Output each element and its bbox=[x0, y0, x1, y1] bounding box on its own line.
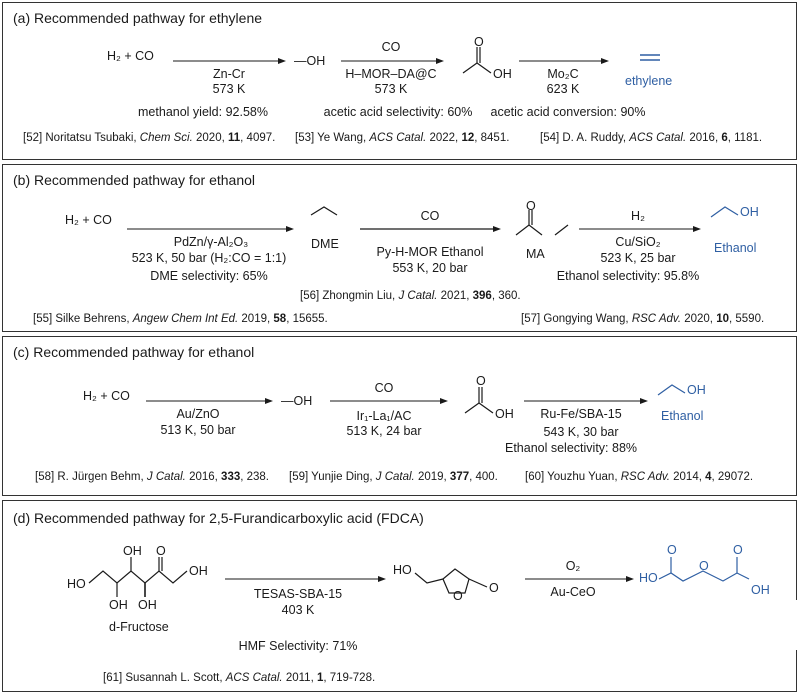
step2-catalyst: Au-CeO bbox=[550, 585, 596, 599]
step3-catalyst: Cu/SiO₂ bbox=[615, 235, 661, 249]
acetic-acid-oh: OH bbox=[493, 67, 512, 81]
result-acetic-conversion: acetic acid conversion: 90% bbox=[490, 105, 646, 119]
methanol-label: —OH bbox=[294, 54, 326, 68]
pathway-b-arrows bbox=[127, 206, 739, 236]
panel-a: (a) Recommended pathway for ethylene H₂ … bbox=[2, 2, 797, 160]
fdca-oh: OH bbox=[751, 583, 770, 597]
fructose-label: d-Fructose bbox=[109, 620, 169, 634]
step1-catalyst: Zn-Cr bbox=[213, 67, 245, 81]
panel-b: (b) Recommended pathway for ethanol H₂ +… bbox=[2, 164, 797, 332]
step3-conditions: 523 K, 25 bar bbox=[600, 251, 676, 265]
step2-o2: O₂ bbox=[565, 559, 581, 573]
step1-conditions: 573 K bbox=[212, 82, 246, 96]
reference-60: [60] Youzhu Yuan, RSC Adv. 2014, 4, 2907… bbox=[525, 471, 754, 483]
ethanol-oh: OH bbox=[687, 383, 706, 397]
product-ethanol-label: Ethanol bbox=[714, 241, 757, 255]
step2-catalyst: H–MOR–DA@C bbox=[345, 67, 437, 81]
reference-57: [57] Gongying Wang, RSC Adv. 2020, 10, 5… bbox=[521, 313, 765, 325]
step2-co: CO bbox=[374, 381, 394, 395]
pathway-c-arrows bbox=[146, 384, 686, 414]
reference-54: [54] D. A. Ruddy, ACS Catal. 2016, 6, 11… bbox=[540, 132, 763, 144]
acetic-acid-oh: OH bbox=[495, 407, 514, 421]
fdca-o-ring: O bbox=[699, 559, 709, 573]
fdca-o2: O bbox=[733, 543, 743, 557]
reactant-syngas: H₂ + CO bbox=[107, 49, 154, 63]
fructose-ho-left: HO bbox=[67, 577, 86, 591]
product-ethanol-label: Ethanol bbox=[661, 409, 704, 423]
acetic-acid-o: O bbox=[474, 35, 484, 49]
pathway-d-structures bbox=[88, 557, 750, 597]
step1-conditions: 403 K bbox=[281, 603, 315, 617]
fdca-o1: O bbox=[667, 543, 677, 557]
step3-conditions: 623 K bbox=[546, 82, 580, 96]
fdca-ho: HO bbox=[639, 571, 658, 585]
step3-catalyst: Ru-Fe/SBA-15 bbox=[540, 407, 622, 421]
reference-53: [53] Ye Wang, ACS Catal. 2022, 12, 8451. bbox=[295, 132, 510, 144]
methanol-label: —OH bbox=[281, 394, 313, 408]
fructose-oh-bottom2: OH bbox=[138, 598, 157, 612]
step1-catalyst: PdZn/γ-Al₂O₃ bbox=[173, 235, 249, 249]
step1-catalyst: Au/ZnO bbox=[176, 407, 220, 421]
reactant-syngas: H₂ + CO bbox=[65, 213, 112, 227]
step1-result: DME selectivity: 65% bbox=[150, 269, 268, 283]
hmf-o-ring: O bbox=[453, 589, 463, 603]
panel-c: (c) Recommended pathway for ethanol H₂ +… bbox=[2, 336, 797, 496]
step1-conditions: 513 K, 50 bar bbox=[160, 423, 236, 437]
reference-56: [56] Zhongmin Liu, J Catal. 2021, 396, 3… bbox=[300, 290, 521, 302]
step2-conditions: 513 K, 24 bar bbox=[346, 424, 422, 438]
step2-co: CO bbox=[420, 209, 440, 223]
step1-catalyst: TESAS-SBA-15 bbox=[253, 587, 343, 601]
product-ethylene-label: ethylene bbox=[625, 74, 673, 88]
reactant-syngas: H₂ + CO bbox=[83, 389, 130, 403]
ma-o: O bbox=[526, 199, 536, 213]
reference-52: [52] Noritatsu Tsubaki, Chem Sci. 2020, … bbox=[23, 132, 276, 144]
panel-b-title: (b) Recommended pathway for ethanol bbox=[13, 172, 256, 188]
step2-co: CO bbox=[381, 40, 401, 54]
reference-59: [59] Yunjie Ding, J Catal. 2019, 377, 40… bbox=[289, 471, 498, 483]
step3-h2: H₂ bbox=[631, 209, 645, 223]
reference-58: [58] R. Jürgen Behm, J Catal. 2016, 333,… bbox=[35, 471, 270, 483]
ethanol-oh: OH bbox=[740, 205, 759, 219]
result-methanol-yield: methanol yield: 92.58% bbox=[138, 105, 268, 119]
step1-conditions: 523 K, 50 bar (H₂:CO = 1:1) bbox=[131, 251, 287, 265]
fructose-oh-bottom1: OH bbox=[109, 598, 128, 612]
reference-61: [61] Susannah L. Scott, ACS Catal. 2011,… bbox=[103, 672, 376, 684]
panel-d-title: (d) Recommended pathway for 2,5-Furandic… bbox=[13, 510, 424, 526]
result-acetic-selectivity: acetic acid selectivity: 60% bbox=[323, 105, 473, 119]
fructose-oh-top: OH bbox=[123, 544, 142, 558]
fructose-oh-right: OH bbox=[189, 564, 208, 578]
acetic-acid-o: O bbox=[476, 374, 486, 388]
watermark-overlay bbox=[510, 600, 800, 650]
panel-a-title: (a) Recommended pathway for ethylene bbox=[13, 10, 263, 26]
arrow-step1 bbox=[173, 47, 660, 74]
dme-label: DME bbox=[311, 237, 339, 251]
reference-55: [55] Silke Behrens, Angew Chem Int Ed. 2… bbox=[33, 313, 328, 325]
step3-result: Ethanol selectivity: 88% bbox=[504, 441, 638, 455]
panel-c-title: (c) Recommended pathway for ethanol bbox=[13, 344, 255, 360]
step2-conditions: 573 K bbox=[374, 82, 408, 96]
step3-result: Ethanol selectivity: 95.8% bbox=[556, 269, 700, 283]
fructose-o: O bbox=[156, 544, 166, 558]
step1-result: HMF Selectivity: 71% bbox=[238, 639, 358, 653]
step3-catalyst: Mo₂C bbox=[547, 67, 579, 81]
step2-catalyst: Py-H-MOR Ethanol bbox=[376, 245, 484, 259]
panel-d: (d) Recommended pathway for 2,5-Furandic… bbox=[2, 500, 797, 692]
step2-catalyst: Ir₁-La₁/AC bbox=[356, 409, 412, 423]
step3-conditions: 543 K, 30 bar bbox=[543, 425, 619, 439]
step2-conditions: 553 K, 20 bar bbox=[392, 261, 468, 275]
hmf-ho: HO bbox=[393, 563, 412, 577]
ma-label: MA bbox=[526, 247, 545, 261]
hmf-o-aldehyde: O bbox=[489, 581, 499, 595]
